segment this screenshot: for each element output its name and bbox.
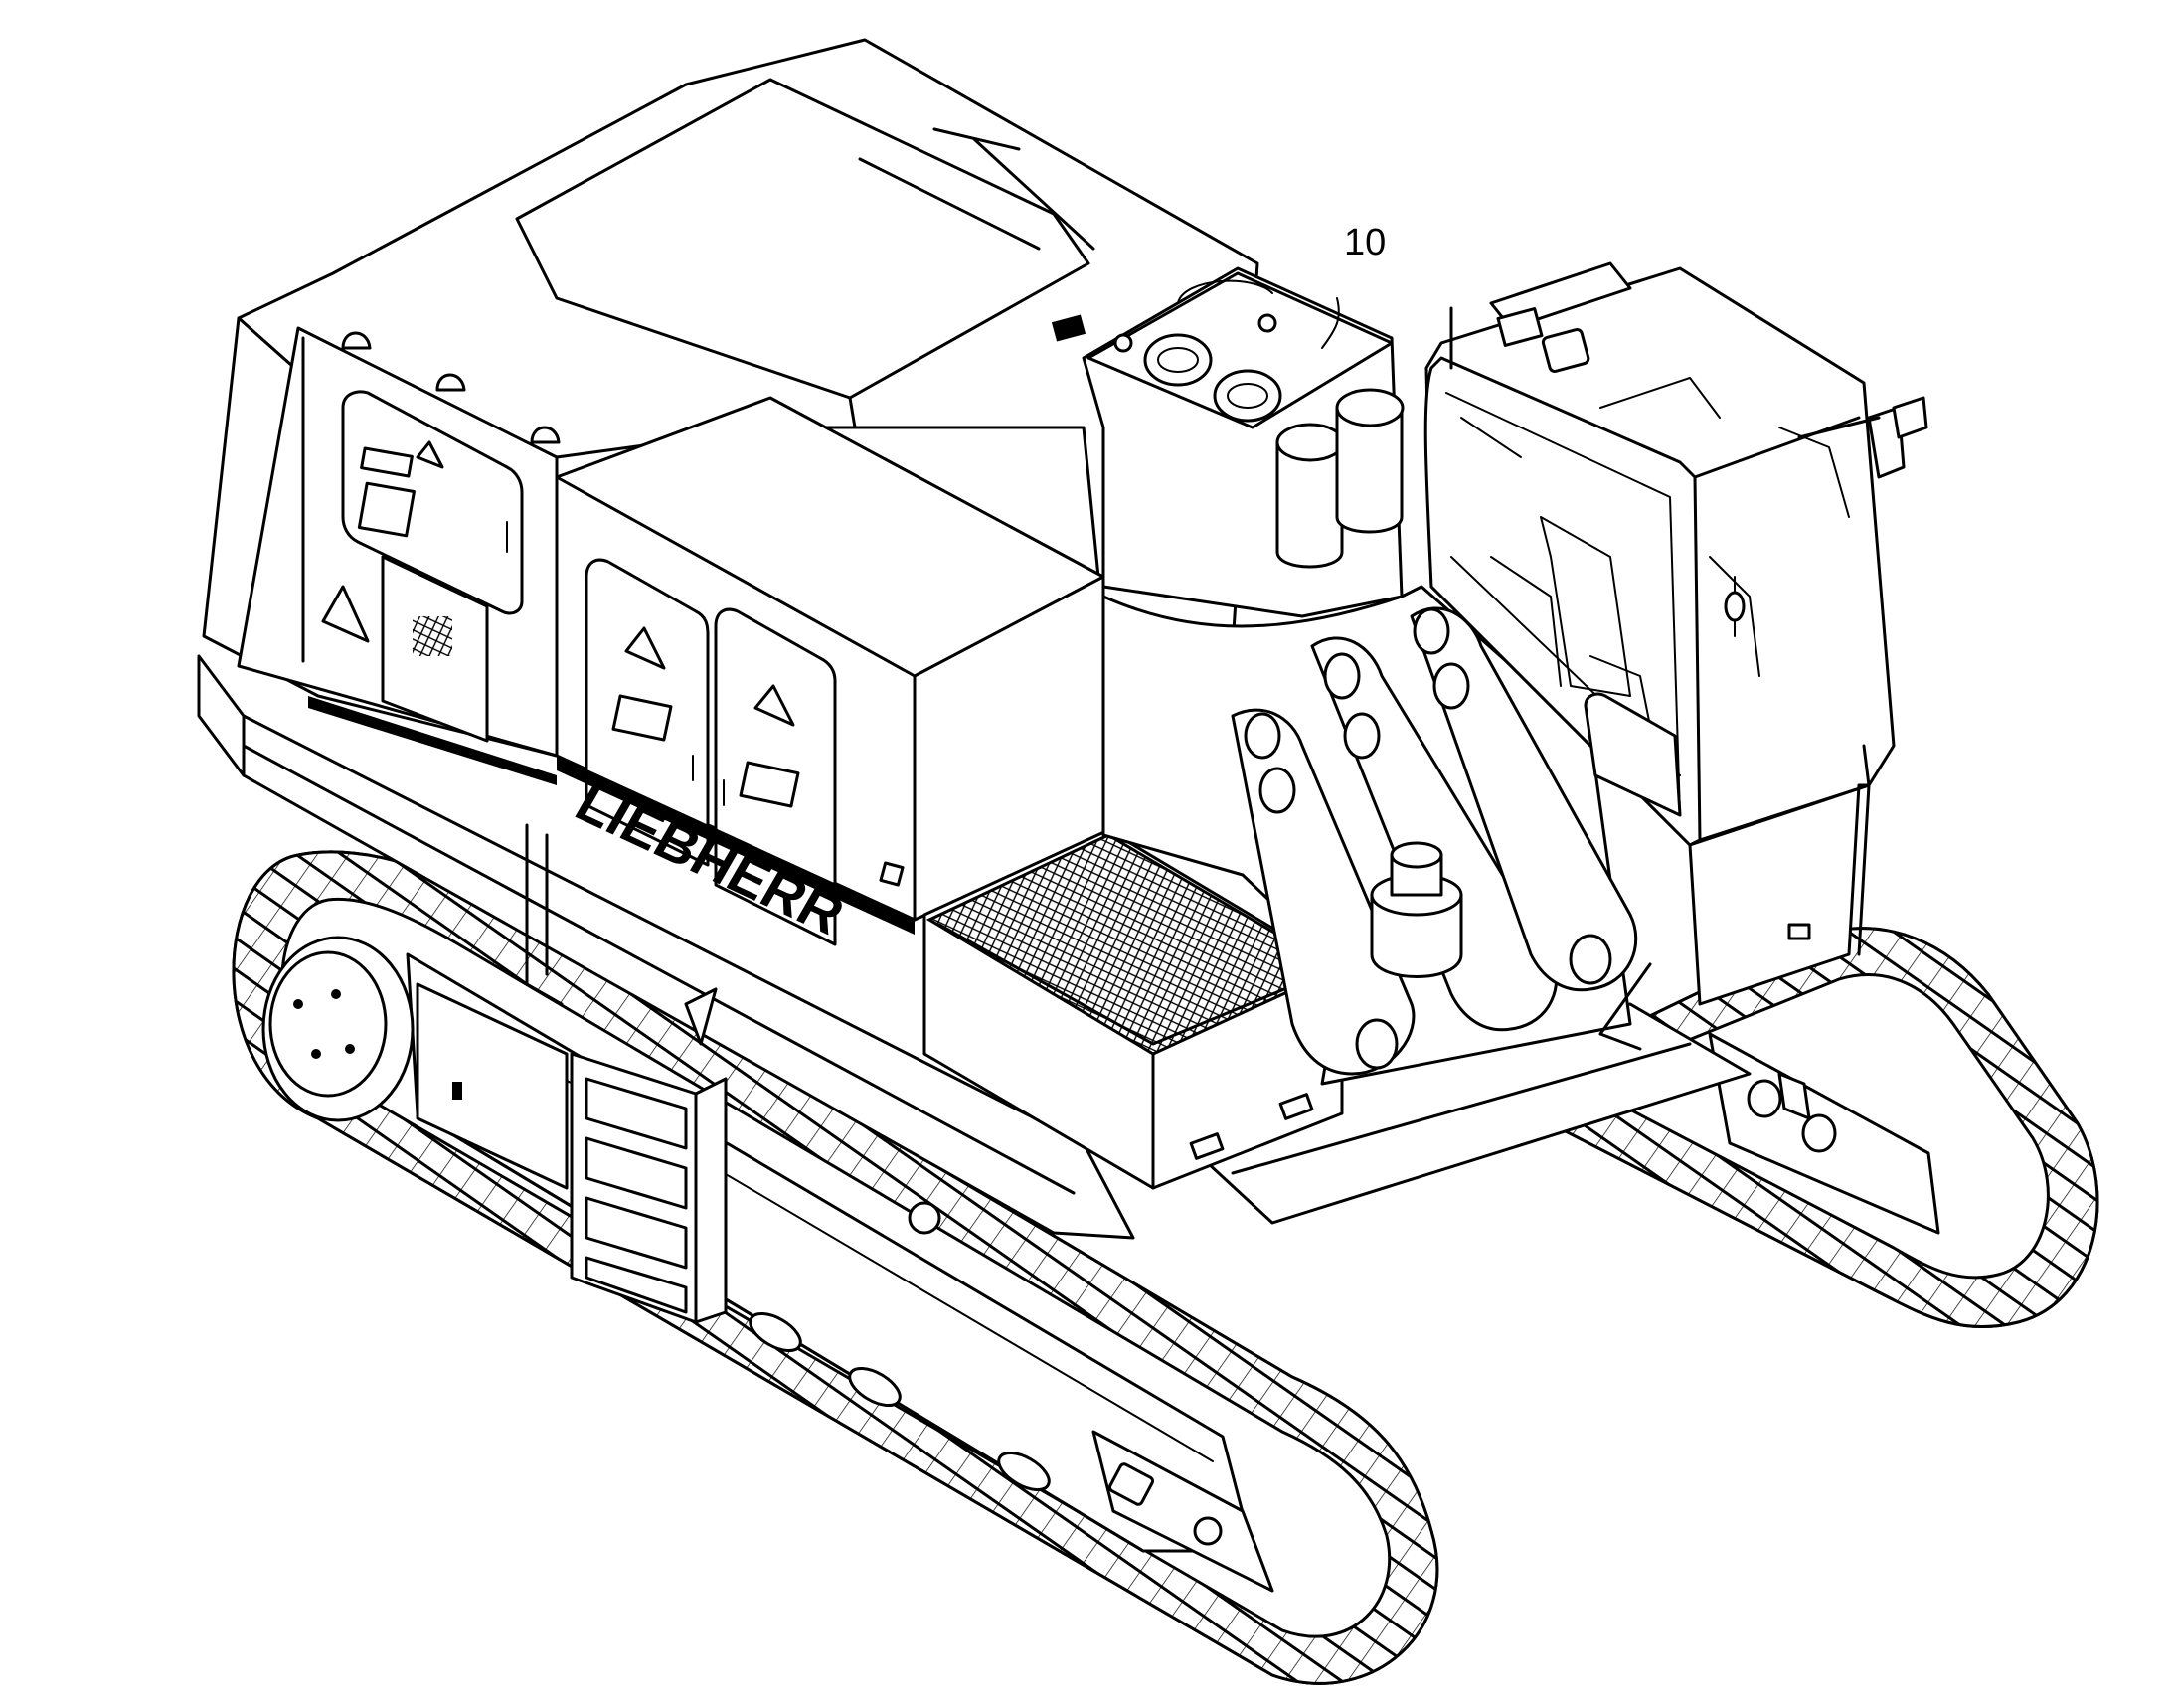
access-ladder [525,823,728,1324]
callout-10-label: 10 [1344,222,1386,263]
swing-motor [1370,893,1463,978]
filter-canister [1275,440,1344,569]
filter-canister [1335,406,1404,534]
boom-foot-structure [1101,585,1652,1086]
tank-deck [1082,266,1405,703]
cab-interior [1460,377,1850,727]
engine-hood-door [341,390,524,615]
operator-cab [1423,261,1928,1006]
warning-triangle-icon [753,684,795,727]
warning-triangle-icon [321,585,370,643]
warning-triangle-icon [624,626,666,670]
side-mirror [1867,406,1906,479]
filler-cap [1143,333,1213,387]
tool-box [416,982,569,1190]
boom-pin-holes [1244,607,1612,1070]
warning-triangle-icon [416,440,444,469]
filler-cap [1213,369,1282,423]
